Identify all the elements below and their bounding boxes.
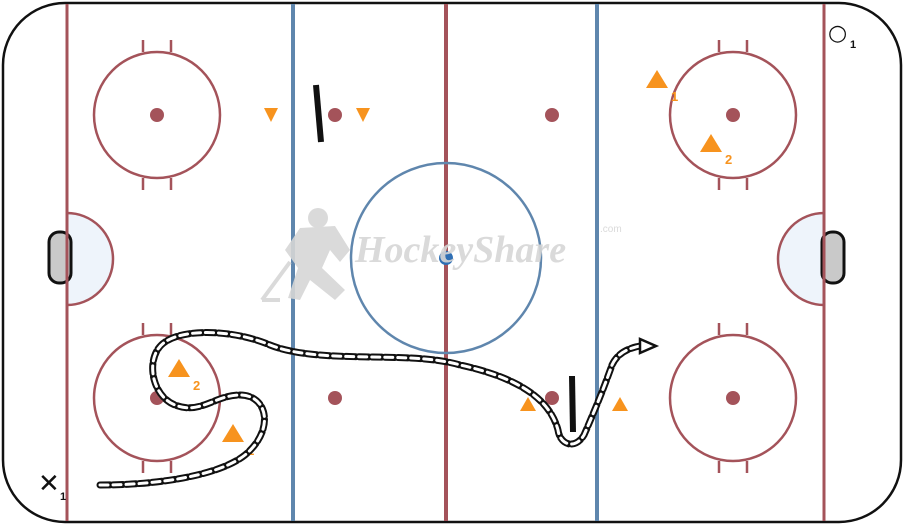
player-x-icon: ✕ xyxy=(38,469,60,499)
cone-icon xyxy=(168,359,190,377)
cone-label: 1 xyxy=(671,89,678,104)
arrowhead-icon xyxy=(638,337,660,355)
neutral-dot-top-left xyxy=(328,108,342,122)
cone-icon xyxy=(612,397,628,411)
cone-icon xyxy=(222,424,244,442)
watermark-brand: HockeyShare xyxy=(354,229,566,271)
faceoff-circle-bottom-right xyxy=(668,323,798,473)
stick-obstacle-top xyxy=(313,84,324,143)
player-x-number: 1 xyxy=(60,491,66,503)
cone-icon xyxy=(700,134,722,152)
hockey-player-watermark-icon xyxy=(260,208,350,302)
neutral-dot-bottom-right xyxy=(545,391,559,405)
cone-label: 2 xyxy=(725,152,732,167)
cone-icon xyxy=(646,70,668,88)
player-o-icon: ○ xyxy=(828,21,847,46)
cone-icon xyxy=(264,108,278,122)
faceoff-circle-top-left xyxy=(92,40,222,190)
neutral-dot-bottom-left xyxy=(328,391,342,405)
faceoff-dot-top-right xyxy=(726,108,740,122)
cone-label: 2 xyxy=(193,378,200,393)
neutral-dot-top-right xyxy=(545,108,559,122)
faceoff-dot-top-left xyxy=(150,108,164,122)
skating-path xyxy=(96,329,660,489)
watermark: HockeyShare .com xyxy=(260,208,622,302)
right-goal-crease xyxy=(776,211,826,307)
center-faceoff-dot xyxy=(439,251,453,265)
skate-with-puck-path-inner xyxy=(98,331,642,487)
left-goal-crease xyxy=(65,211,115,307)
faceoff-circle-top-right xyxy=(668,40,798,190)
player-o-number: 1 xyxy=(850,39,856,51)
cone-icon xyxy=(520,397,536,411)
right-net-icon xyxy=(820,230,846,285)
watermark-suffix: .com xyxy=(600,224,622,235)
faceoff-dot-bottom-right xyxy=(726,391,740,405)
cone-icon xyxy=(356,108,370,122)
stick-obstacle-bottom xyxy=(569,375,576,433)
center-circle xyxy=(349,161,543,355)
